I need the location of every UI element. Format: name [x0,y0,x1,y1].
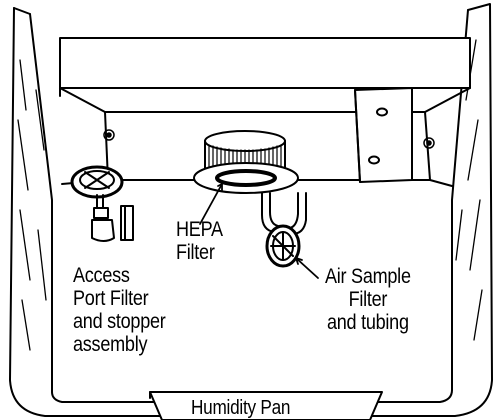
chamber-floor [51,179,453,403]
access-port-filter-label-line: Access [73,264,130,287]
access-port-filter-label-line: Port Filter [73,287,149,310]
humidity-pan-label: Humidity Pan [191,397,291,419]
air-sample-filter-icon [261,192,307,268]
hepa-filter-label-line: HEPA [176,218,223,241]
hepa-filter-label: HEPA Filter [176,218,223,264]
hepa-filter-icon [193,130,299,194]
chamber-walls [9,3,493,417]
access-port-filter-label-line: and stopper [73,310,166,333]
mounting-bracket [354,87,413,183]
hepa-filter-label-line: Filter [176,241,215,264]
label-arrows [199,183,319,279]
bolt-icon [103,129,435,149]
access-port-cap-icon [70,165,124,209]
stopper-icon [91,205,134,242]
access-port-filter-label-line: assembly [73,333,148,356]
humidity-pan [149,391,383,420]
air-sample-filter-label-line: Air Sample [324,265,411,288]
air-sample-filter-label-line: and tubing [326,311,409,334]
air-sample-filter-label: Air Sample Filter and tubing [325,265,411,334]
air-sample-filter-label-line: Filter [348,288,388,311]
access-port-filter-label: Access Port Filter and stopper assembly [73,264,166,356]
